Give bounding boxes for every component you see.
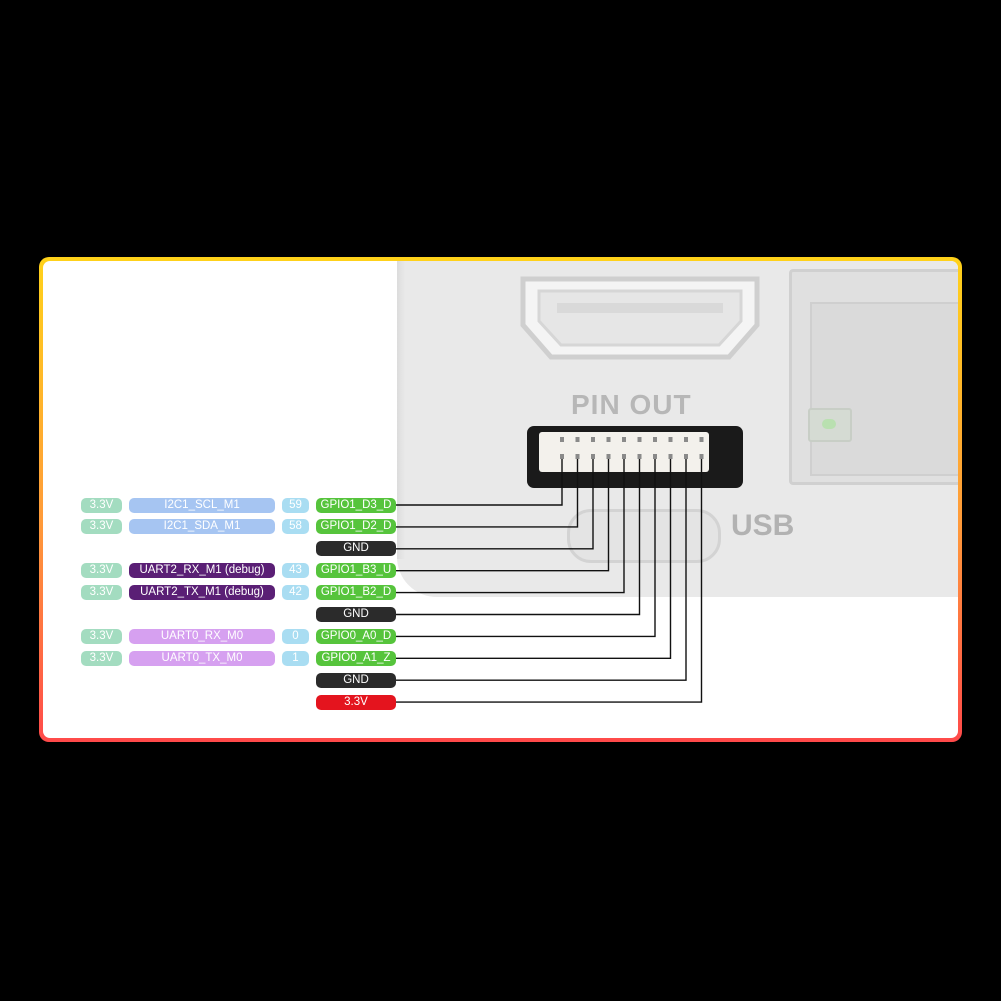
pin-name-label: GND [316, 672, 396, 688]
pin-function-label: UART0_RX_M0 [129, 628, 275, 644]
usb-c-port-icon [567, 509, 721, 563]
pin-name-label: GPIO0_A1_Z [316, 650, 396, 666]
pin-name-label: GPIO0_A0_D [316, 628, 396, 644]
pin-header-connector-icon [527, 426, 743, 488]
ethernet-port-icon [789, 269, 958, 485]
voltage-badge: 3.3V [81, 650, 122, 666]
pin-name-label: GND [316, 541, 396, 557]
pin-name-label: 3.3V [316, 694, 396, 710]
pin-name-label: GPIO1_D3_D [316, 497, 396, 513]
pinout-card-frame: USB PIN OUT GPIO1_D3_D 59 I2C1_SCL_M1 3.3V G… [39, 257, 962, 742]
pin-name-label: GND [316, 607, 396, 622]
pin-function-label: UART0_TX_M0 [129, 650, 275, 666]
voltage-badge: 3.3V [81, 519, 122, 535]
gpio-number-badge: 59 [282, 497, 309, 513]
pin-name-label: GPIO1_D2_D [316, 519, 396, 535]
hdmi-port-icon [520, 276, 760, 360]
pin-name-label: GPIO1_B3_U [316, 563, 396, 579]
voltage-badge: 3.3V [81, 585, 122, 601]
pinout-title: PIN OUT [571, 389, 692, 420]
voltage-badge: 3.3V [81, 497, 122, 513]
pin-function-label: I2C1_SDA_M1 [129, 519, 275, 535]
gpio-number-badge: 42 [282, 585, 309, 601]
ethernet-led-icon [808, 408, 852, 442]
gpio-number-badge: 1 [282, 650, 309, 666]
pinout-card: USB PIN OUT GPIO1_D3_D 59 I2C1_SCL_M1 3.3V G… [43, 261, 958, 738]
pin-function-label: I2C1_SCL_M1 [129, 497, 275, 513]
gpio-number-badge: 58 [282, 519, 309, 535]
pin-function-label: UART2_TX_M1 (debug) [129, 585, 275, 601]
pin-function-label: UART2_RX_M1 (debug) [129, 563, 275, 579]
pin-name-label: GPIO1_B2_D [316, 585, 396, 601]
voltage-badge: 3.3V [81, 563, 122, 579]
usb-label: USB [731, 509, 795, 542]
voltage-badge: 3.3V [81, 628, 122, 644]
gpio-number-badge: 0 [282, 628, 309, 644]
gpio-number-badge: 43 [282, 563, 309, 579]
device-edge [397, 261, 405, 559]
